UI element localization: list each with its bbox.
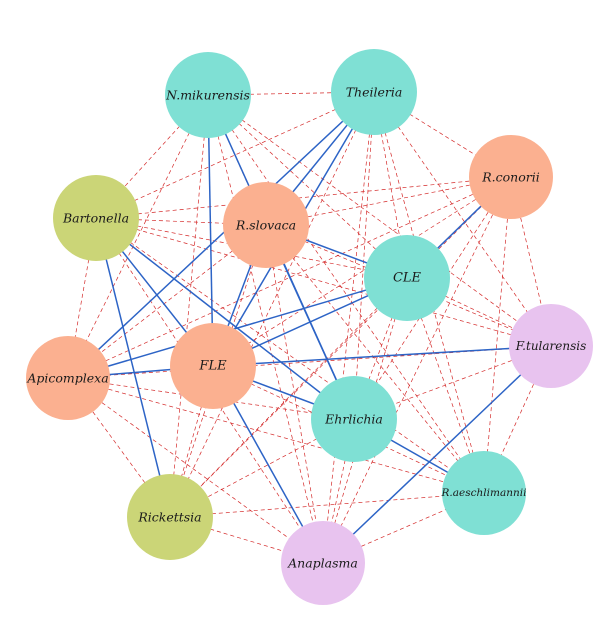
node-label-anap: Anaplasma — [287, 556, 358, 571]
edge-positive-thei-rick — [169, 91, 375, 518]
edge-positive-thei-anap — [322, 91, 375, 564]
edge-positive-thei-ehrl — [353, 91, 375, 420]
node-rcon: R.conorii — [469, 135, 553, 219]
edge-positive-nmik-apic — [67, 94, 209, 379]
node-circle-nmik — [165, 52, 251, 138]
node-circle-anap — [281, 521, 365, 605]
edge-positive-nmik-rick — [169, 94, 209, 518]
edge-positive-nmik-ftul — [207, 94, 552, 347]
edge-negative-cle-apic — [67, 277, 408, 379]
node-rick: Rickettsia — [127, 474, 213, 560]
edge-positive-rslo-raes — [265, 224, 485, 494]
edge-positive-cle-ftul — [406, 277, 552, 347]
node-fle: FLE — [170, 323, 256, 409]
edge-negative-thei-apic — [67, 91, 375, 379]
node-circle-rick — [127, 474, 213, 560]
node-label-ftul: F.tularensis — [515, 339, 587, 353]
edge-positive-rcon-anap — [322, 176, 512, 564]
node-label-fle: FLE — [198, 359, 227, 374]
edge-positive-rslo-anap — [265, 224, 324, 564]
edge-negative-ftul-fle — [212, 345, 552, 367]
node-circle-raes — [442, 451, 526, 535]
node-nmik: N.mikurensis — [165, 52, 251, 138]
edge-positive-rcon-rick — [169, 176, 512, 518]
node-label-cle: CLE — [393, 271, 422, 286]
edge-negative-nmik-fle — [207, 94, 214, 367]
node-circle-thei — [331, 49, 417, 135]
edge-positive-bart-raes — [95, 217, 485, 494]
node-circle-cle — [364, 235, 450, 321]
edge-positive-nmik-raes — [207, 94, 485, 494]
node-label-rslo: R.slovaca — [235, 218, 296, 233]
node-circle-fle — [170, 323, 256, 409]
node-circle-rslo — [223, 182, 309, 268]
node-circle-ftul — [509, 304, 593, 388]
node-ftul: F.tularensis — [509, 304, 593, 388]
node-label-nmik: N.mikurensis — [165, 88, 250, 103]
edge-positive-bart-cle — [95, 217, 408, 279]
node-rslo: R.slovaca — [223, 182, 309, 268]
edge-negative-bart-rick — [95, 217, 171, 518]
node-circle-rcon — [469, 135, 553, 219]
edge-positive-apic-raes — [67, 377, 485, 494]
node-thei: Theileria — [331, 49, 417, 135]
edge-positive-apic-ehrl — [67, 377, 355, 420]
node-label-rick: Rickettsia — [137, 510, 201, 525]
node-ehrl: Ehrlichia — [311, 376, 397, 462]
edge-positive-nmik-anap — [207, 94, 324, 564]
node-raes: R.aeschlimannii — [441, 451, 527, 535]
node-label-ehrl: Ehrlichia — [324, 412, 383, 427]
edge-positive-rcon-ehrl — [353, 176, 512, 420]
node-anap: Anaplasma — [281, 521, 365, 605]
edge-positive-rslo-rick — [169, 224, 267, 518]
edge-positive-thei-ftul — [373, 91, 552, 347]
edge-negative-anap-ftul — [322, 345, 552, 564]
edge-layer — [67, 91, 552, 564]
node-apic: Apicomplexa — [26, 336, 110, 420]
edge-positive-thei-bart — [95, 91, 375, 219]
edge-positive-rcon-raes — [483, 176, 512, 494]
node-label-rcon: R.conorii — [481, 170, 539, 185]
node-circle-bart — [53, 175, 139, 261]
node-bart: Bartonella — [53, 175, 139, 261]
node-cle: CLE — [364, 235, 450, 321]
edge-positive-fle-rick — [169, 365, 214, 518]
node-label-apic: Apicomplexa — [26, 371, 108, 386]
node-label-raes: R.aeschlimannii — [441, 487, 527, 499]
edge-positive-apic-anap — [67, 377, 324, 564]
node-layer: N.mikurensis TheileriaR.conoriiBartonella… — [26, 49, 593, 605]
edge-positive-rick-raes — [169, 492, 485, 518]
edge-positive-cle-rick — [169, 277, 408, 518]
node-label-thei: Theileria — [346, 85, 403, 100]
node-circle-apic — [26, 336, 110, 420]
edge-positive-thei-raes — [373, 91, 485, 494]
edge-positive-nmik-cle — [207, 94, 408, 279]
edge-positive-rcon-fle — [212, 176, 512, 367]
edge-negative-bart-ehrl — [95, 217, 355, 420]
edge-positive-bart-ftul — [95, 217, 552, 347]
node-label-bart: Bartonella — [62, 211, 129, 226]
node-circle-ehrl — [311, 376, 397, 462]
